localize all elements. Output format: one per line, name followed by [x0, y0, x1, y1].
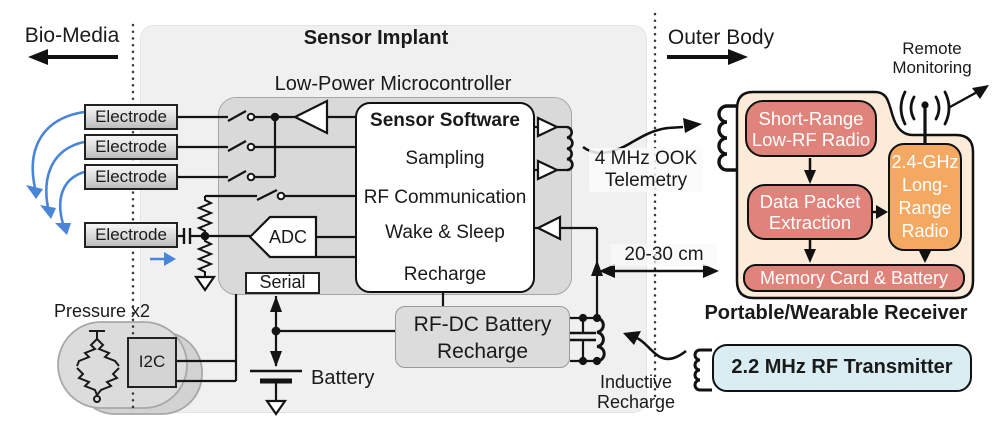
inductive-recharge-arrow [623, 331, 687, 361]
bio-media-label: Bio-Media [24, 24, 120, 47]
electrode-switch-network [178, 110, 356, 201]
receiver-coil-icon [717, 104, 737, 172]
long-range-radio-box: 2.4-GHz Long- Range Radio [888, 143, 962, 251]
short-range-line2: Low-RF Radio [751, 128, 871, 150]
inductive-line2: Recharge [596, 392, 676, 412]
data-packet-extraction-box: Data Packet Extraction [747, 184, 873, 240]
adc-label: ADC [268, 227, 307, 247]
distance-label: 20-30 cm [611, 244, 717, 266]
function-rf-communication: RF Communication [363, 187, 527, 208]
remote-monitoring-arrow [949, 85, 989, 109]
battery-power-line [270, 296, 395, 367]
function-sampling: Sampling [405, 148, 485, 169]
rf-transmitter-box: 2.2 MHz RF Transmitter [712, 344, 972, 392]
recharge-lc-tank [441, 226, 606, 366]
antenna-icon [899, 90, 951, 145]
data-packet-line1: Data Packet [759, 191, 861, 212]
reference-divider-network [178, 196, 250, 292]
electrode-2: Electrode [84, 134, 178, 160]
telemetry-line1: 4 MHz OOK [594, 148, 698, 169]
long-range-line3: Range [898, 198, 952, 218]
mcu-title: Low-Power Microcontroller [274, 73, 512, 95]
sensor-software-title: Sensor Software [370, 110, 520, 131]
telemetry-line2: Telemetry [604, 170, 688, 191]
pressure-label: Pressure x2 [53, 301, 151, 321]
electrode-1: Electrode [84, 104, 178, 130]
inductive-recharge-label: Inductive Recharge [592, 372, 680, 412]
distance-arrow [599, 264, 719, 278]
inductive-line1: Inductive [599, 372, 673, 392]
remote-monitoring-label: Remote Monitoring [880, 39, 984, 77]
outer-body-arrow [667, 49, 748, 65]
receiver-flow-arrows [804, 158, 931, 263]
rfdc-line1: RF-DC Battery [413, 313, 552, 336]
long-range-line4: Radio [901, 221, 949, 241]
sensor-software-box: Sensor Software Sampling RF Communicatio… [355, 102, 535, 293]
blue-reference-arrows [26, 110, 176, 266]
serial-box: Serial [245, 272, 320, 294]
rfdc-line2: Recharge [436, 340, 529, 363]
electrode-3: Electrode [84, 164, 178, 190]
battery-symbol [250, 369, 302, 416]
battery-label: Battery [311, 367, 375, 389]
rfdc-recharge-box: RF-DC Battery Recharge [395, 306, 570, 368]
serial-i2c-wires [177, 294, 238, 383]
transmitter-coil-icon [693, 348, 712, 392]
telemetry-label: 4 MHz OOK Telemetry [589, 148, 703, 192]
outer-body-label: Outer Body [667, 26, 775, 49]
function-recharge: Recharge [403, 264, 487, 285]
receiver-caption: Portable/Wearable Receiver [704, 302, 968, 324]
data-packet-line2: Extraction [768, 212, 852, 233]
i2c-box: I2C [127, 337, 177, 388]
electrode-4: Electrode [84, 222, 178, 248]
memory-card-battery-box: Memory Card & Battery [743, 264, 965, 292]
short-range-radio-box: Short-Range Low-RF Radio [745, 100, 877, 157]
remote-monitoring-line1: Remote [902, 39, 962, 58]
long-range-line1: 2.4-GHz [891, 152, 959, 172]
sensor-implant-title: Sensor Implant [303, 27, 449, 49]
function-wake-sleep: Wake & Sleep [385, 222, 505, 243]
wheatstone-bridge-icon [76, 330, 120, 403]
remote-monitoring-line2: Monitoring [892, 58, 972, 77]
bio-media-arrow [28, 49, 118, 65]
short-range-line1: Short-Range [758, 107, 864, 129]
input-amplifier-icon [292, 99, 356, 135]
long-range-line2: Long- [901, 175, 949, 195]
adc-icon [248, 215, 356, 259]
tx-amplifiers-coil [530, 116, 574, 181]
boundary-dotted-lines [131, 12, 657, 415]
